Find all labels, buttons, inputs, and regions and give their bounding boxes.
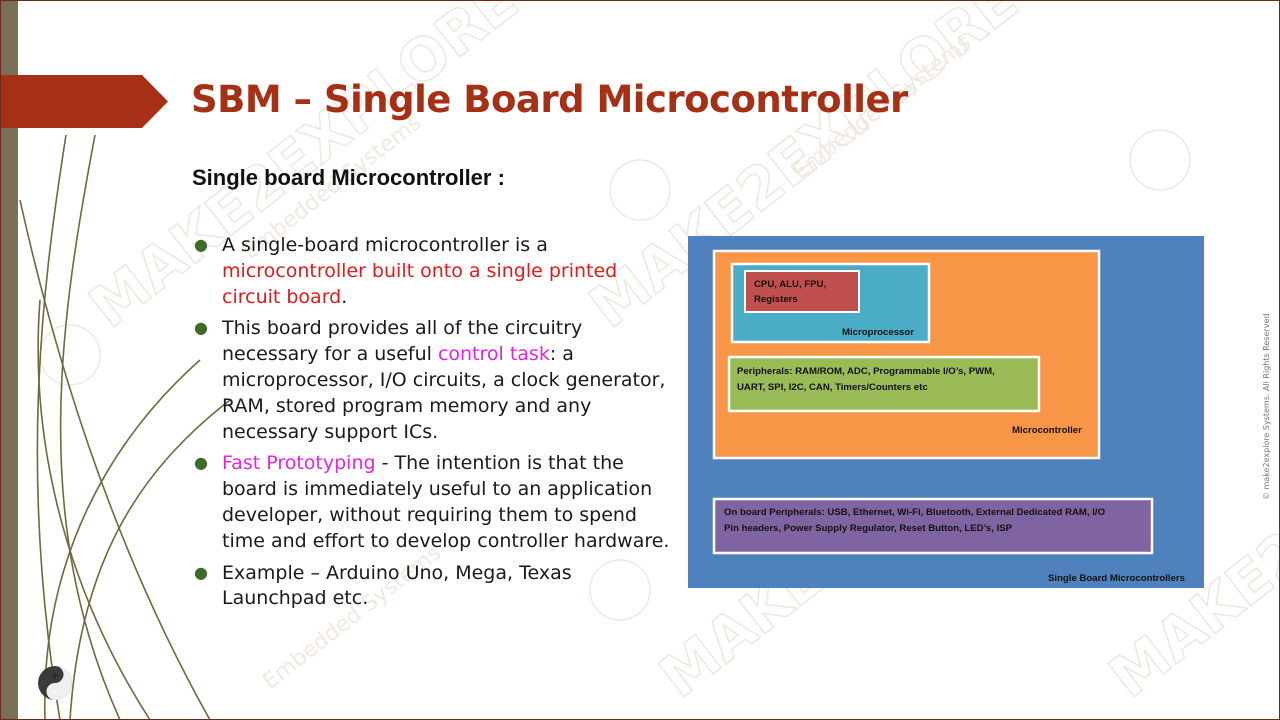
onboard-peripherals-label: Pin headers, Power Supply Regulator, Res… <box>724 523 1013 534</box>
microprocessor-label: Microprocessor <box>842 327 914 338</box>
sbm-label: Single Board Microcontrollers <box>1048 573 1185 584</box>
list-item: ● This board provides all of the circuit… <box>194 317 666 443</box>
highlight-text: microcontroller built onto a single prin… <box>222 259 618 308</box>
bullet-icon: ● <box>194 318 208 338</box>
cpu-label: Registers <box>754 294 798 305</box>
list-item: ● A single-board microcontroller is a mi… <box>194 234 618 308</box>
onboard-peripherals-block <box>712 497 1154 555</box>
highlight-text: control task <box>437 343 550 366</box>
list-item: ● Example – Arduino Uno, Mega, Texas Lau… <box>194 561 572 610</box>
svg-text:–: – <box>52 684 58 698</box>
highlight-text: Fast Prototyping <box>222 452 376 475</box>
peripherals-block <box>727 355 1041 413</box>
peripherals-label: Peripherals: RAM/ROM, ADC, Programmable … <box>737 366 995 377</box>
decorative-curves <box>19 134 231 720</box>
peripherals-label: UART, SPI, I2C, CAN, Timers/Counters etc <box>737 382 928 393</box>
slide-title: SBM – Single Board Microcontroller <box>191 78 908 121</box>
bullet-icon: ● <box>194 562 208 582</box>
sbm-block-diagram: CPU, ALU, FPU, Registers Microprocessor … <box>688 236 1204 588</box>
left-accent-bar <box>0 0 18 720</box>
bullet-icon: ● <box>194 453 208 473</box>
list-item: ● Fast Prototyping - The intention is th… <box>194 452 670 552</box>
cpu-label: CPU, ALU, FPU, <box>754 279 826 290</box>
microcontroller-label: Microcontroller <box>1012 425 1082 436</box>
svg-text:+: + <box>50 669 59 682</box>
cpu-block <box>744 270 860 313</box>
copyright-notice: © make2explore Systems. All Rights Reser… <box>1262 313 1271 500</box>
zoom-plus-minus-icon[interactable]: + – <box>37 665 73 701</box>
zoom-control[interactable]: + – <box>37 665 73 701</box>
title-arrow-shape <box>0 75 168 128</box>
section-subtitle: Single board Microcontroller : <box>192 165 505 190</box>
onboard-peripherals-label: On board Peripherals: USB, Ethernet, Wi-… <box>724 507 1106 518</box>
bullet-icon: ● <box>194 235 208 254</box>
bullet-list: ● A single-board microcontroller is a mi… <box>190 233 680 618</box>
